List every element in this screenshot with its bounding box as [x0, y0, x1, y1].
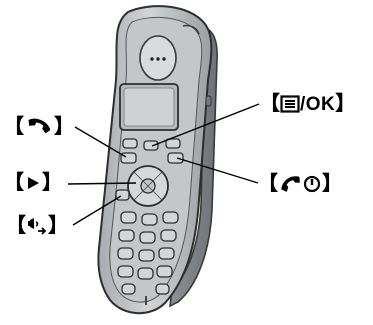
callout-line-speaker — [72, 195, 122, 226]
label-speaker-key: 【 】 — [6, 215, 68, 237]
play-triangle-icon — [24, 174, 42, 192]
dial-keypad — [117, 211, 179, 295]
menu-list-icon — [280, 94, 300, 114]
callout-line-talk — [74, 126, 127, 158]
callout-line-nav-right — [67, 182, 137, 185]
hang-up-power-icon — [278, 173, 322, 195]
label-menu-ok-key: 【 /OK 】 — [260, 93, 356, 115]
off-key — [167, 152, 184, 164]
phone-talk-icon — [24, 116, 54, 138]
label-talk-key: 【 】 — [4, 116, 74, 138]
soft-key-right — [165, 138, 181, 149]
speakerphone-icon — [26, 216, 48, 236]
callout-line-off — [176, 157, 259, 184]
soft-key-center — [143, 140, 159, 151]
callout-lines — [67, 103, 260, 226]
label-nav-right-key: 【 】 — [4, 172, 62, 194]
label-off-power-key: 【 】 — [258, 173, 342, 195]
talk-key — [120, 152, 137, 164]
soft-key-left — [122, 138, 138, 149]
callout-line-menu-ok — [151, 103, 260, 147]
